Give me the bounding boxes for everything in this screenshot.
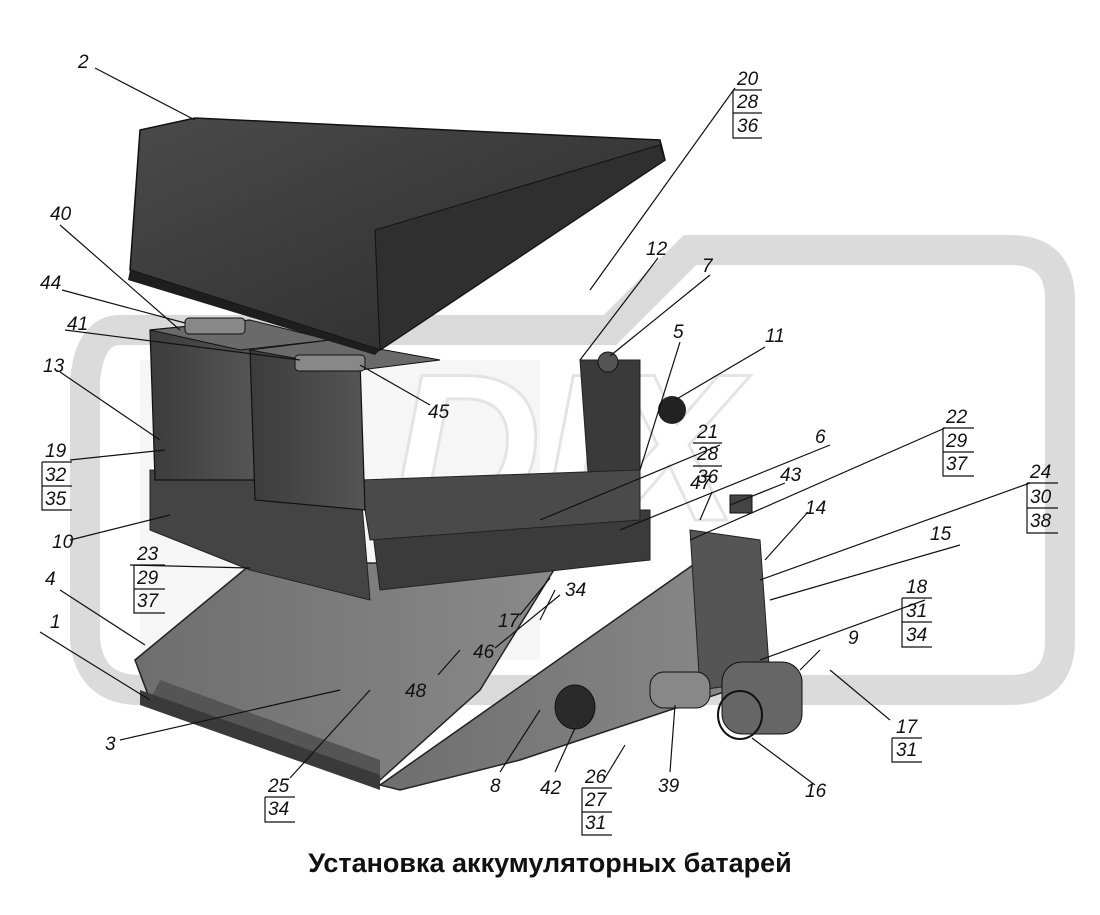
callout-12: 12 [646, 239, 668, 260]
callout-4: 4 [45, 569, 56, 590]
plug-11 [658, 396, 686, 424]
callout-11: 11 [765, 326, 785, 347]
callout-17: 17 [498, 611, 521, 632]
stack-18-line-2: 31 [906, 601, 927, 622]
stack-21: 21 28 36 [693, 422, 722, 488]
stack-23-line-1: 23 [136, 544, 159, 565]
callout-labels: 2 12 7 40 44 41 5 11 13 45 6 43 47 14 10… [40, 52, 952, 802]
callout-39: 39 [658, 776, 680, 797]
callout-7: 7 [702, 256, 714, 277]
stack-23-line-3: 37 [137, 591, 160, 612]
stack-24-line-3: 38 [1030, 511, 1052, 532]
callout-15: 15 [930, 524, 952, 545]
stack-19: 19 32 35 [41, 441, 72, 511]
stack-21-line-2: 28 [696, 444, 719, 465]
callout-13: 13 [43, 356, 65, 377]
grommet-7 [597, 351, 619, 373]
callout-6: 6 [815, 427, 826, 448]
diagram-title: Установка аккумуляторных батарей [308, 848, 792, 878]
callout-1: 1 [50, 612, 61, 633]
stack-20-line-3: 36 [737, 116, 759, 137]
stack-19-line-2: 32 [45, 465, 67, 486]
stack-19-line-3: 35 [45, 489, 67, 510]
callout-5: 5 [673, 322, 684, 343]
callout-41: 41 [67, 314, 88, 335]
terminal-clamps [184, 317, 366, 372]
switch-housing-9 [721, 661, 803, 735]
stack-24: 24 30 38 [1026, 462, 1058, 534]
stack-26-line-1: 26 [584, 767, 607, 788]
connector-42 [554, 684, 596, 730]
callout-42: 42 [540, 778, 562, 799]
callout-3: 3 [105, 734, 116, 755]
side-panel [359, 359, 641, 541]
stack-18: 18 31 34 [901, 577, 932, 648]
stack-17-line-1: 17 [896, 717, 919, 738]
stack-26-line-2: 27 [584, 790, 608, 811]
stack-19-line-1: 19 [45, 441, 67, 462]
stack-26-line-3: 31 [585, 813, 606, 834]
stack-25-line-1: 25 [267, 776, 290, 797]
stack-24-line-2: 30 [1030, 487, 1052, 508]
callout-10: 10 [52, 532, 74, 553]
callout-14: 14 [805, 498, 826, 519]
side-bracket [378, 529, 771, 791]
stack-21-line-1: 21 [696, 422, 718, 443]
battery-tray [134, 559, 562, 790]
stack-20-line-1: 20 [736, 69, 759, 90]
callout-9: 9 [848, 628, 859, 649]
stack-24-line-1: 24 [1029, 462, 1051, 483]
stack-25: 25 34 [264, 776, 295, 823]
stack-22-line-1: 22 [945, 407, 968, 428]
stacked-callouts: 20 28 36 21 28 36 22 29 37 24 30 38 19 3… [41, 69, 1058, 836]
callout-2: 2 [77, 52, 89, 73]
stack-22-line-2: 29 [945, 431, 968, 452]
callout-34: 34 [565, 580, 586, 601]
switch-39 [649, 671, 711, 709]
stack-22-line-3: 37 [946, 454, 969, 475]
callout-16: 16 [805, 781, 827, 802]
callout-45: 45 [428, 402, 450, 423]
stack-18-line-3: 34 [906, 625, 927, 646]
callout-40: 40 [50, 204, 72, 225]
stack-20-line-2: 28 [736, 92, 759, 113]
stack-22: 22 29 37 [942, 407, 974, 477]
callout-47: 47 [690, 473, 713, 494]
stack-26: 26 27 31 [581, 767, 612, 836]
stack-20: 20 28 36 [732, 69, 762, 139]
stack-17-line-2: 31 [896, 740, 917, 761]
stack-21-line-3: 36 [697, 467, 719, 488]
ring-16 [717, 690, 763, 740]
stack-23-line-2: 29 [136, 568, 159, 589]
callout-48: 48 [405, 681, 427, 702]
callout-43: 43 [780, 465, 802, 486]
callout-46: 46 [473, 642, 495, 663]
bracket-43 [729, 494, 753, 514]
stack-18-line-1: 18 [906, 577, 928, 598]
callout-8: 8 [490, 776, 501, 797]
stack-23: 23 29 37 [133, 544, 165, 614]
stack-25-line-2: 34 [268, 799, 289, 820]
battery-cover [128, 117, 666, 355]
callout-44: 44 [40, 273, 61, 294]
leader-lines [39, 67, 1031, 786]
stack-17: 17 31 [891, 717, 922, 763]
